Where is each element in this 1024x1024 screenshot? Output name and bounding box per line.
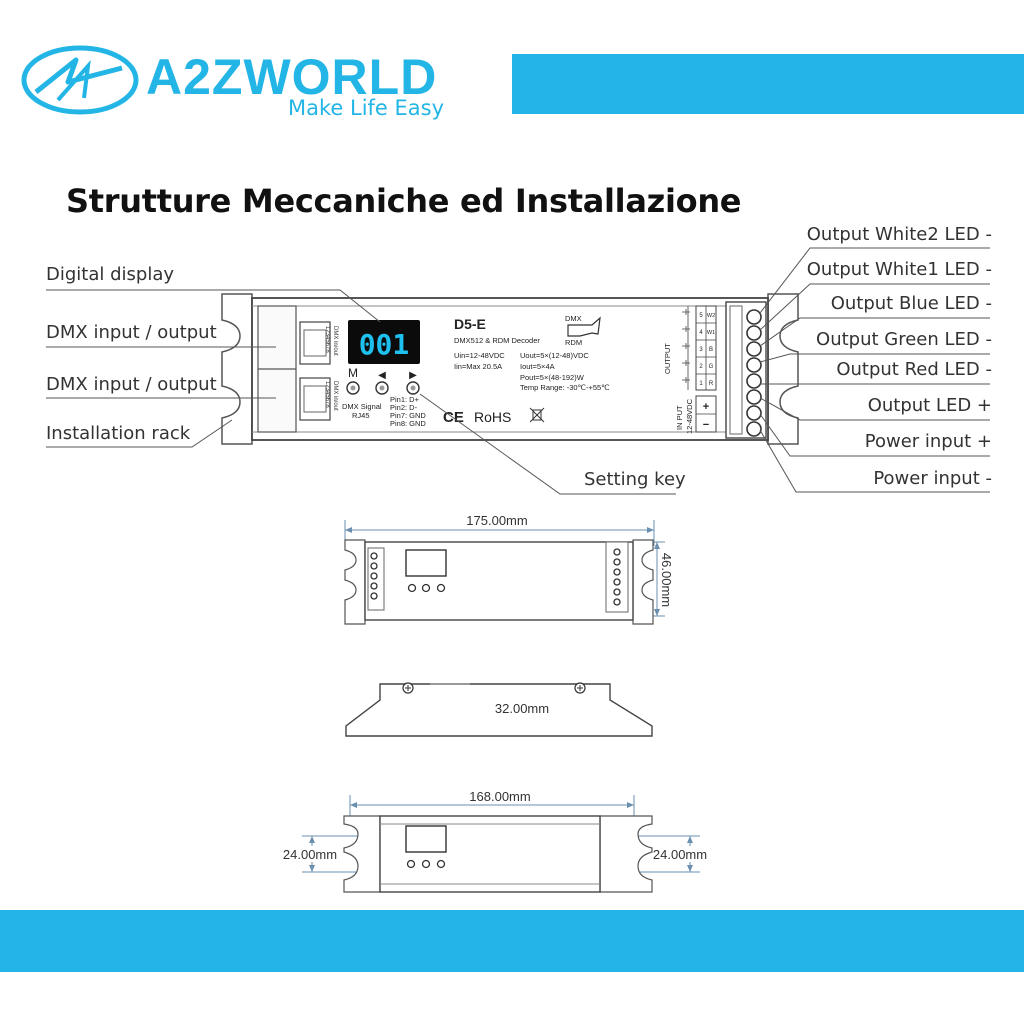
pin8-label: Pin8: GND: [390, 419, 426, 428]
brand-name: A2ZWORLD: [146, 49, 438, 105]
top-view: [344, 520, 665, 625]
ch-letter-w1: W1: [707, 330, 715, 336]
device-front-view: [221, 293, 799, 445]
dmx-signal-label: DMX Signal: [342, 402, 382, 411]
ch-number-3: 3: [699, 347, 703, 353]
rohs-mark: RoHS: [474, 409, 511, 425]
menu-key-label: M: [348, 366, 358, 380]
callout-led-plus: Output LED +: [868, 395, 992, 416]
ch-letter-g: G: [709, 364, 714, 370]
terminal-plus-label: +: [703, 401, 709, 413]
ch-number-1: 1: [699, 381, 703, 387]
callout-power-minus: Power input -: [873, 468, 992, 489]
pin7-label: Pin7: GND: [390, 411, 426, 420]
right-key-arrow: ▶: [409, 370, 417, 381]
port1-pins: 12345678: [324, 326, 330, 353]
callout-digital-display: Digital display: [46, 264, 174, 285]
callout-setting-key: Setting key: [584, 469, 686, 490]
callout-red: Output Red LED -: [836, 359, 992, 380]
ch-letter-w2: W2: [707, 313, 715, 319]
dimension-width-top: 175.00mm: [466, 513, 527, 528]
dmx-badge-top: DMX: [565, 314, 582, 323]
pin2-label: Pin2: D-: [390, 403, 418, 412]
spec-iin: Iin=Max 20.5A: [454, 362, 502, 371]
ch-number-2: 2: [699, 364, 703, 370]
left-key-arrow: ◀: [378, 370, 386, 381]
spec-pout: Pout=5×(48-192)W: [520, 373, 585, 382]
port2-pins: 12345678: [324, 381, 330, 408]
port2-text: DMX in/out: [332, 381, 338, 411]
callout-white1: Output White1 LED -: [807, 259, 992, 280]
callout-dmx-io-1: DMX input / output: [46, 322, 217, 343]
dimension-depth: 32.00mm: [495, 701, 549, 716]
spec-temp: Temp Range: -30℃-+55℃: [520, 383, 610, 392]
brand-logo-icon: [21, 45, 139, 115]
output-label: OUTPUT: [663, 343, 672, 374]
port1-text: DMX in/out: [332, 326, 338, 356]
pin1-label: Pin1: D+: [390, 395, 420, 404]
device-subtitle: DMX512 & RDM Decoder: [454, 336, 540, 345]
callout-white2: Output White2 LED -: [807, 224, 992, 245]
ch-number-5: 5: [699, 313, 703, 319]
spec-iout: Iout=5×4A: [520, 362, 555, 371]
spec-uin: Uin=12-48VDC: [454, 351, 505, 360]
input-voltage-label: 12-48VDC: [685, 398, 694, 434]
callout-green: Output Green LED -: [816, 329, 992, 350]
callout-blue: Output Blue LED -: [831, 293, 992, 314]
callout-lines: [46, 247, 990, 495]
callout-dmx-io-2: DMX input / output: [46, 374, 217, 395]
device-display-value: 001: [359, 328, 410, 361]
dimension-height-side: 46.00mm: [659, 553, 674, 607]
ch-number-4: 4: [699, 330, 703, 336]
spec-uout: Uout=5×(12-48)VDC: [520, 351, 589, 360]
bottom-view: [302, 795, 700, 893]
dimension-hole-left: 24.00mm: [283, 847, 337, 862]
terminal-minus-label: −: [703, 419, 709, 431]
footer-band: [0, 910, 1024, 972]
page-title: Strutture Meccaniche ed Installazione: [66, 182, 742, 220]
dimension-hole-right: 24.00mm: [653, 847, 707, 862]
side-view: [345, 682, 653, 737]
device-model: D5-E: [454, 316, 486, 332]
callout-installation-rack: Installation rack: [46, 423, 191, 444]
header-band: [512, 54, 1024, 114]
rj45-label: RJ45: [352, 411, 370, 420]
callout-power-plus: Power input +: [865, 431, 992, 452]
ch-letter-b: B: [709, 347, 713, 353]
dmx-badge-bottom: RDM: [565, 338, 582, 347]
ch-letter-r: R: [709, 381, 714, 387]
brand-tagline: Make Life Easy: [288, 96, 445, 120]
dimension-width-bottom: 168.00mm: [469, 789, 530, 804]
input-label: IN PUT: [675, 405, 684, 430]
